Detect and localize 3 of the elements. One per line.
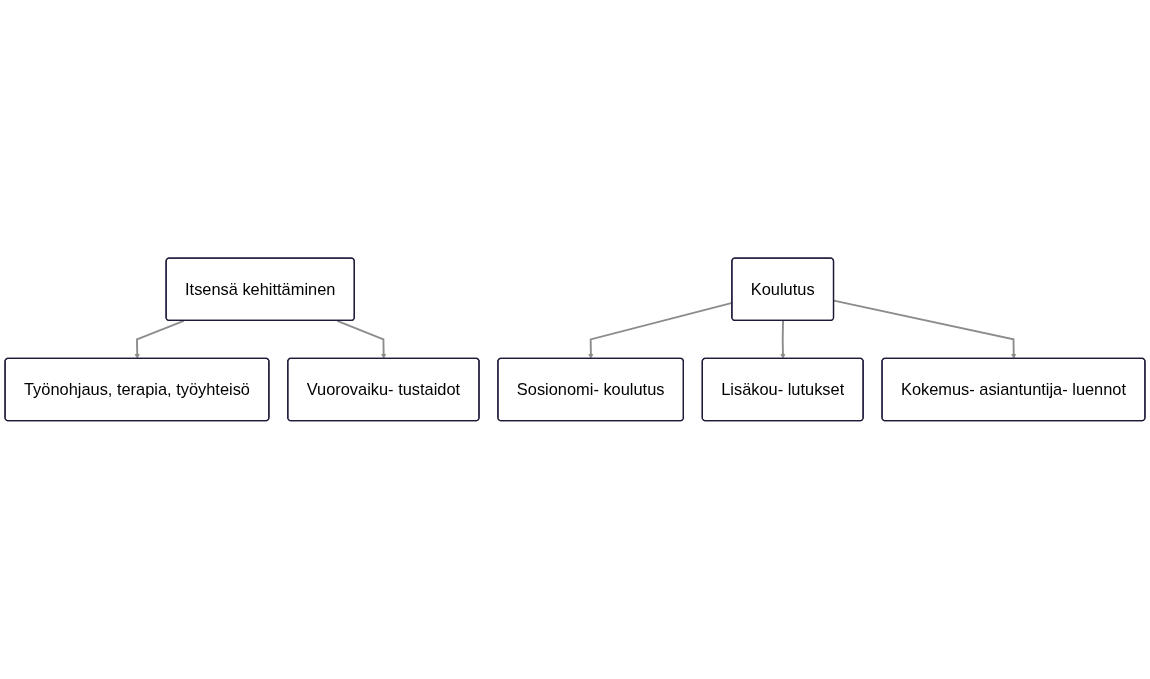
arrow bbox=[780, 319, 786, 359]
arrow bbox=[336, 319, 387, 359]
arrow bbox=[134, 319, 185, 359]
